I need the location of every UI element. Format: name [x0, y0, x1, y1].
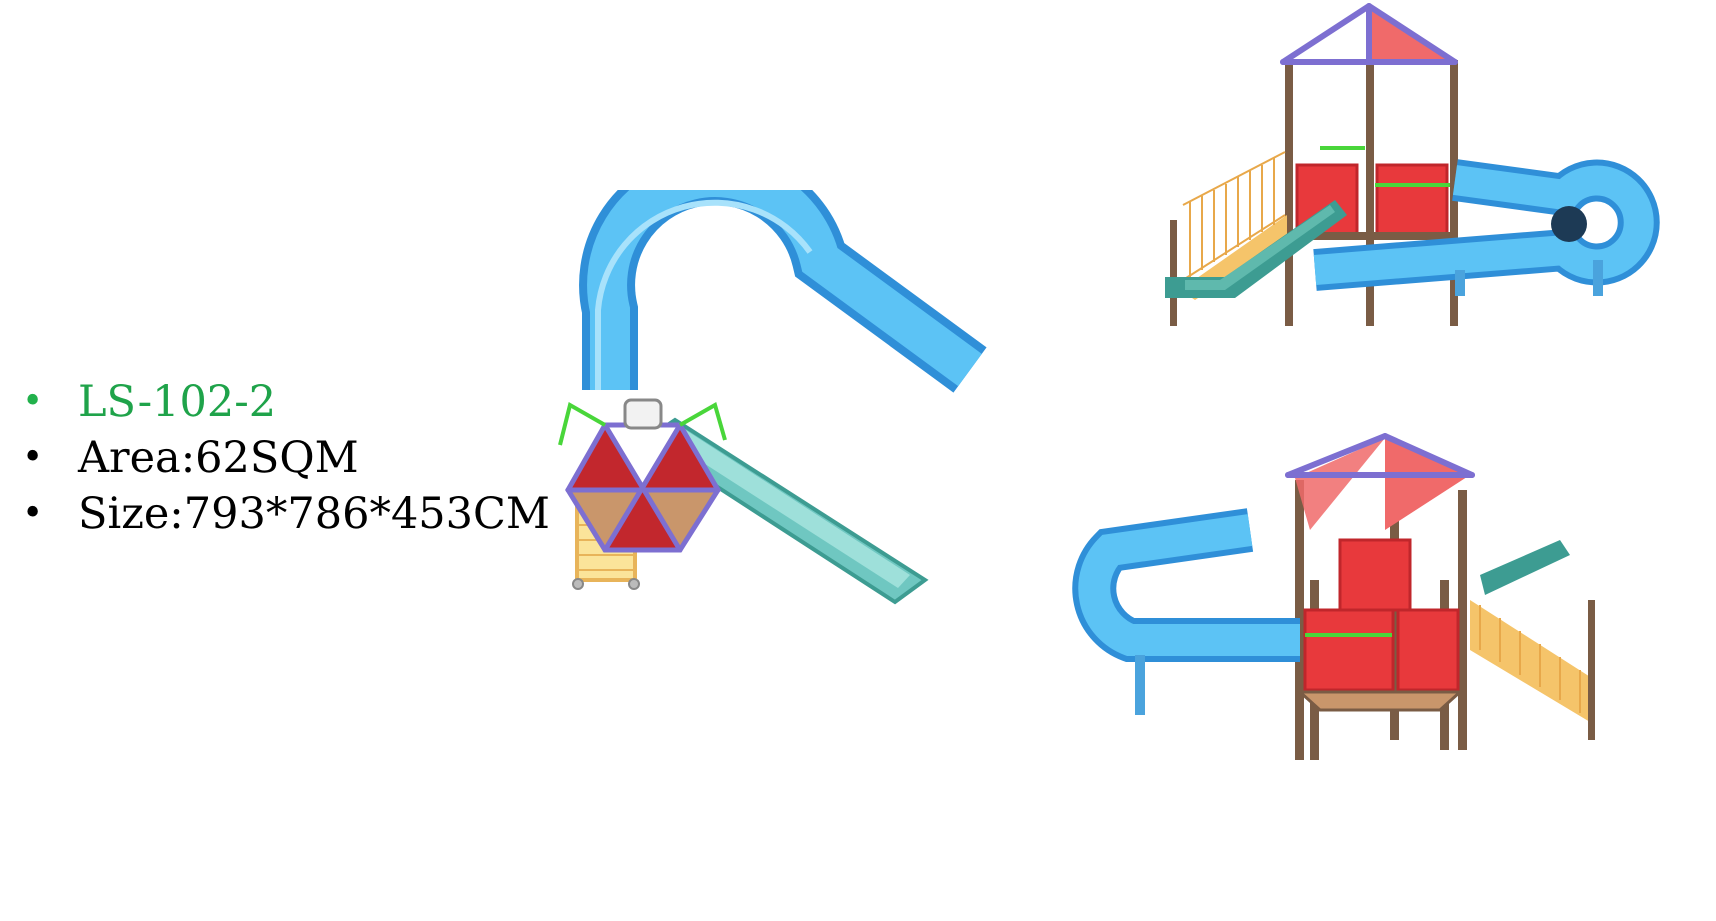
playground-perspective-view [1072, 433, 1595, 760]
product-area: Area:62SQM [22, 430, 550, 486]
product-model: LS-102-2 [22, 374, 550, 430]
product-spec-list: LS-102-2 Area:62SQM Size:793*786*453CM [22, 374, 550, 542]
product-size: Size:793*786*453CM [22, 486, 550, 542]
playground-top-view [558, 190, 987, 605]
playground-front-view [1165, 3, 1660, 326]
